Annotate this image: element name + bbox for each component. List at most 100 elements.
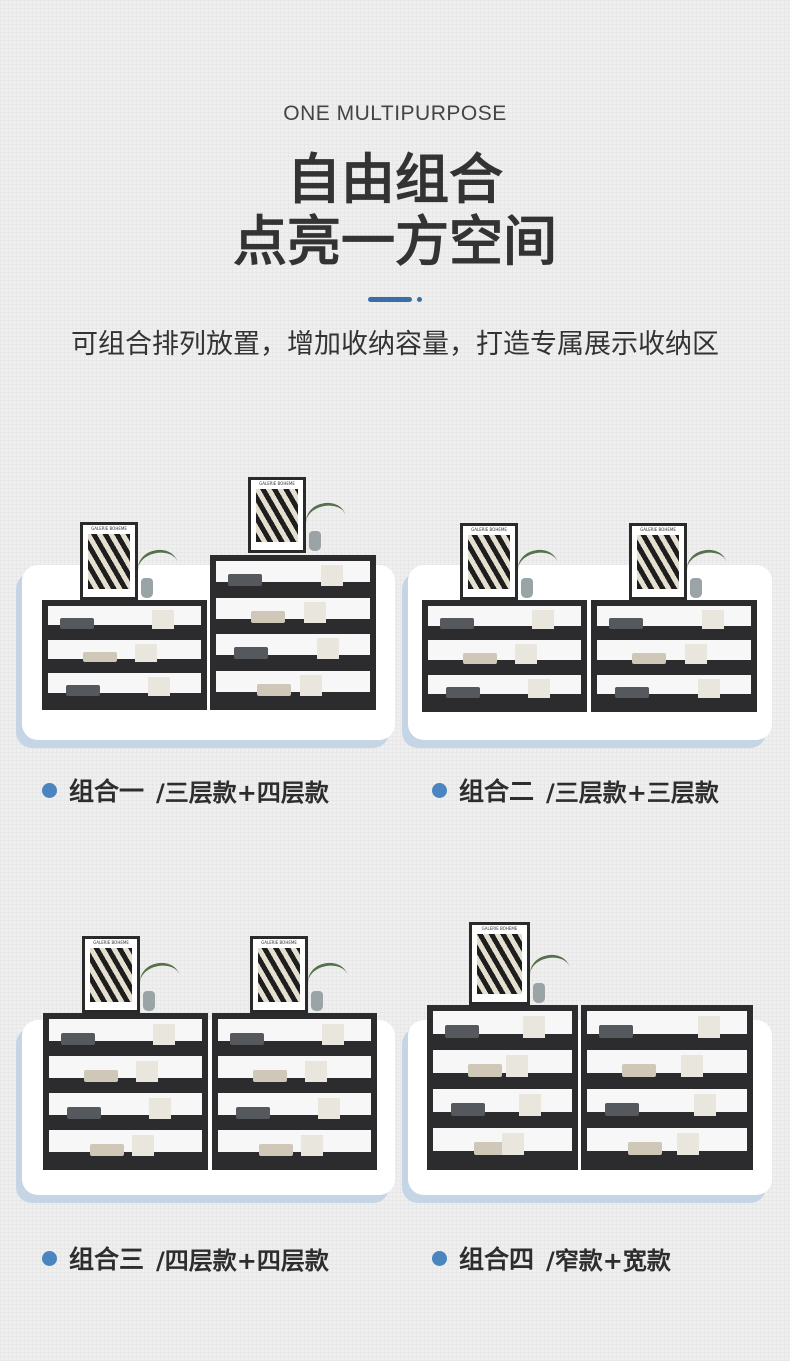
shelf-opening — [218, 1130, 371, 1152]
vase — [143, 991, 155, 1011]
poster-text: GALERIE BOHEME — [481, 926, 518, 931]
shelf-item — [615, 686, 649, 698]
eyebrow-text: ONE MULTIPURPOSE — [283, 102, 507, 125]
combo-label-2: 组合二/三层款+三层款 — [432, 772, 719, 808]
combo-label-4: 组合四/窄款+宽款 — [432, 1240, 671, 1276]
shelf-item — [622, 1064, 656, 1078]
poster-frame: GALERIE BOHEME — [80, 522, 138, 600]
shelf-item — [228, 574, 262, 587]
divider-bar — [368, 297, 412, 302]
shelf-item — [84, 1069, 118, 1082]
books — [702, 610, 724, 630]
books — [152, 610, 174, 629]
vase — [690, 578, 702, 598]
shelf-unit — [427, 1005, 578, 1170]
shelf-unit — [212, 1013, 377, 1170]
books — [681, 1054, 703, 1078]
books — [694, 1093, 716, 1117]
books — [322, 1023, 344, 1045]
poster-text: GALERIE BOHEME — [93, 940, 129, 945]
poster-frame: GALERIE BOHEME — [629, 523, 687, 600]
plant — [305, 959, 351, 1000]
combo-name: 组合一 — [69, 777, 145, 806]
vase — [311, 991, 323, 1011]
bullet-icon — [432, 1250, 447, 1266]
poster-art — [90, 948, 132, 1002]
shelf-opening — [428, 640, 581, 660]
bullet-icon — [432, 782, 447, 798]
shelf-item — [67, 1106, 101, 1119]
poster-art — [258, 948, 300, 1002]
shelf-item — [463, 652, 497, 664]
page-title-line2: 点亮一方空间 — [233, 210, 557, 273]
poster-art — [468, 535, 510, 589]
books — [135, 643, 157, 663]
books — [136, 1060, 158, 1082]
shelf-item — [605, 1103, 639, 1117]
bullet-icon — [42, 1250, 57, 1266]
divider-dot — [417, 297, 422, 302]
books — [685, 644, 707, 664]
page-title-line1: 自由组合 — [287, 148, 503, 211]
vase — [533, 983, 545, 1003]
shelf-unit — [43, 1013, 208, 1170]
poster-text: GALERIE BOHEME — [471, 527, 507, 532]
vase — [309, 531, 321, 551]
shelf-item — [468, 1064, 502, 1078]
shelf-item — [230, 1032, 264, 1045]
books — [149, 1097, 171, 1119]
vase — [141, 578, 153, 598]
shelf-unit — [581, 1005, 753, 1170]
shelf-item — [90, 1143, 124, 1156]
combo-name: 组合四 — [459, 1245, 535, 1274]
shelf-opening — [587, 1050, 747, 1074]
books — [301, 1134, 323, 1156]
plant — [303, 499, 349, 540]
combo-name: 组合三 — [69, 1245, 145, 1274]
combo-label-1: 组合一/三层款+四层款 — [42, 772, 329, 808]
shelf-opening — [49, 1056, 202, 1078]
shelf-item — [474, 1142, 508, 1156]
shelf-unit — [422, 600, 587, 712]
books — [148, 677, 170, 696]
poster-frame: GALERIE BOHEME — [469, 922, 530, 1005]
poster-frame: GALERIE BOHEME — [460, 523, 518, 600]
poster-art — [256, 489, 298, 542]
books — [317, 638, 339, 660]
shelf-opening — [433, 1050, 572, 1074]
shelf-item — [440, 618, 474, 630]
shelf-opening — [48, 639, 201, 659]
shelf-opening — [587, 1128, 747, 1152]
books — [677, 1132, 699, 1156]
books — [321, 565, 343, 587]
books — [132, 1134, 154, 1156]
bullet-icon — [42, 782, 57, 798]
shelf-unit — [591, 600, 757, 712]
poster-text: GALERIE BOHEME — [91, 526, 127, 531]
shelf-item — [236, 1106, 270, 1119]
books — [506, 1054, 528, 1078]
books — [305, 1060, 327, 1082]
poster-frame: GALERIE BOHEME — [250, 936, 308, 1013]
books — [304, 601, 326, 623]
combo-spec: /三层款+四层款 — [156, 778, 329, 807]
shelf-item — [451, 1103, 485, 1117]
shelf-item — [83, 651, 117, 663]
books — [532, 610, 554, 630]
books — [502, 1132, 524, 1156]
shelf-item — [66, 685, 100, 696]
books — [153, 1023, 175, 1045]
shelf-unit — [42, 600, 207, 710]
poster-text: GALERIE BOHEME — [259, 481, 295, 486]
combo-spec: /三层款+三层款 — [546, 778, 719, 807]
combo-spec: /四层款+四层款 — [156, 1246, 329, 1275]
shelf-opening — [49, 1130, 202, 1152]
books — [300, 674, 322, 696]
poster-art — [637, 535, 679, 589]
shelf-item — [60, 618, 94, 629]
vase — [521, 578, 533, 598]
poster-frame: GALERIE BOHEME — [248, 477, 306, 553]
subtitle: 可组合排列放置，增加收纳容量，打造专属展示收纳区 — [71, 329, 719, 360]
shelf-unit — [210, 555, 376, 710]
shelf-opening — [218, 1056, 371, 1078]
